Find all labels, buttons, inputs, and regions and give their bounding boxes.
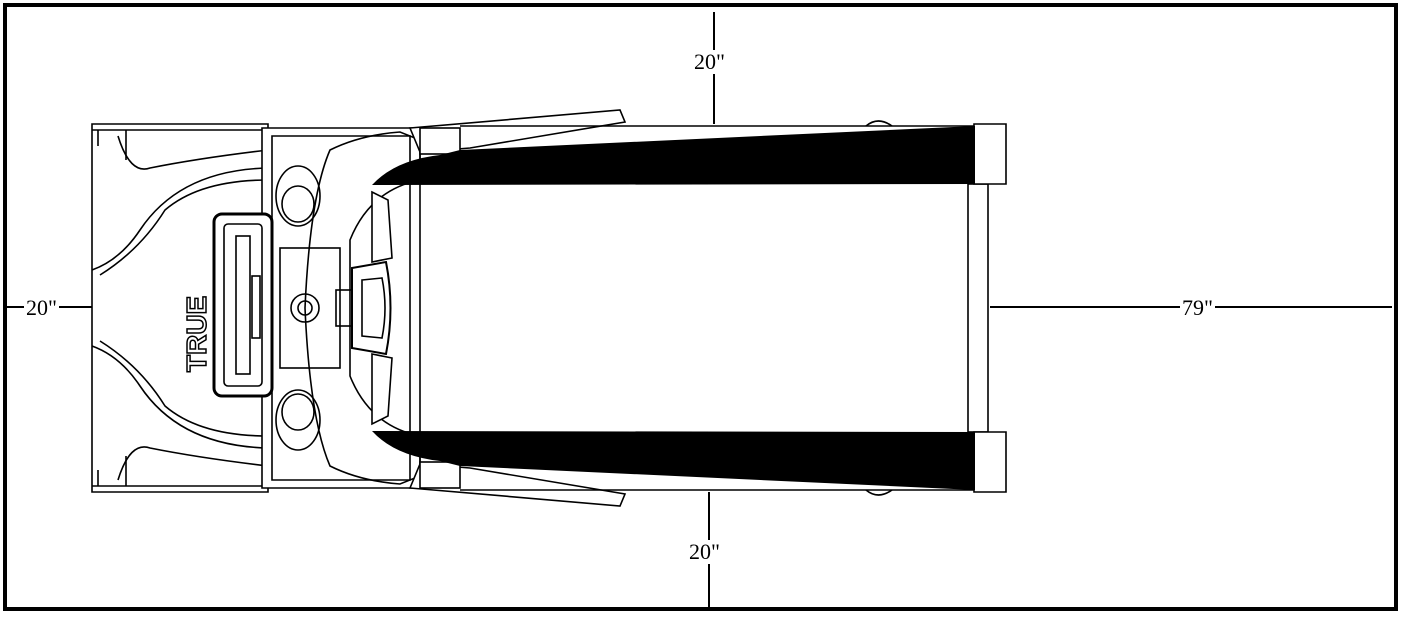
treadmill-top-view (91, 109, 1007, 507)
svg-text:TRUE: TRUE (181, 296, 212, 372)
display-console (335, 190, 393, 426)
side-rails (372, 126, 975, 490)
right-clearance-label: 79" (1180, 295, 1215, 320)
top-clearance-label: 20" (692, 49, 727, 74)
true-logo: TRUE (180, 295, 213, 373)
left-clearance-label: 20" (24, 295, 59, 320)
handrails (408, 109, 627, 507)
bottom-clearance-label: 20" (687, 539, 722, 564)
accessory-tray (212, 212, 274, 398)
